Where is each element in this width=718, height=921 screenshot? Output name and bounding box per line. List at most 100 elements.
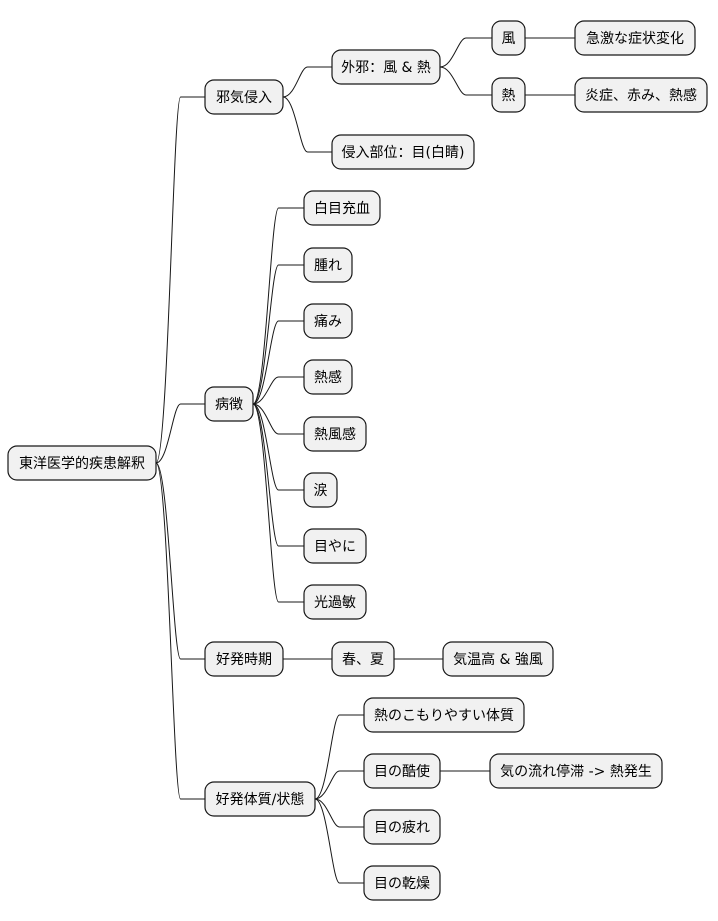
edge-root-b2 (155, 403, 205, 464)
node-label: 涙 (314, 482, 328, 499)
node-label: 目の乾燥 (374, 876, 430, 892)
node-label: 気温高 & 強風 (453, 651, 543, 668)
edge-b1_1-b1_1_2 (439, 66, 492, 96)
node-b2-6: 涙 (303, 472, 338, 508)
node-label: 光過敏 (314, 595, 356, 611)
node-label: 風 (502, 31, 516, 47)
node-box (303, 584, 367, 620)
node-box (204, 781, 316, 817)
edge-b1-b1_2 (282, 96, 332, 153)
node-b3: 好発時期 (204, 641, 284, 677)
node-box (303, 416, 367, 452)
node-label: 目の酷使 (374, 763, 430, 780)
node-box (363, 809, 441, 845)
node-box (303, 359, 353, 395)
node-label: 熱風感 (314, 426, 356, 443)
node-b4-2-1: 気の流れ停滞 -> 熱発生 (489, 753, 663, 789)
node-box (363, 753, 441, 789)
node-b1-1-1-1: 急激な症状変化 (574, 20, 696, 56)
node-b1-1-2: 熱 (491, 77, 526, 113)
node-label: 気の流れ停滞 -> 熱発生 (500, 763, 652, 780)
node-box (491, 77, 526, 113)
edge-b1_1-b1_1_1 (439, 37, 492, 68)
node-label: 外邪：風 & 熱 (341, 60, 431, 76)
node-box (303, 528, 367, 564)
node-b2-3: 痛み (303, 303, 353, 339)
node-b3-1: 春、夏 (331, 641, 395, 677)
node-box (442, 641, 554, 677)
node-box (204, 386, 254, 422)
node-b1-1: 外邪：風 & 熱 (331, 49, 441, 85)
node-label: 目やに (314, 539, 356, 555)
edge-b4-b4_2 (314, 770, 364, 800)
edge-b2-b2_7 (252, 403, 304, 547)
node-b4-3: 目の疲れ (363, 809, 441, 845)
node-b2-8: 光過敏 (303, 584, 367, 620)
node-box (204, 641, 284, 677)
node-b2-2: 腫れ (303, 247, 353, 283)
node-b4-2: 目の酷使 (363, 753, 441, 789)
edge-root-b1 (155, 96, 205, 464)
node-label: 好発時期 (216, 652, 272, 668)
node-b1-1-2-1: 炎症、赤み、熱感 (574, 77, 708, 113)
node-box (491, 20, 526, 56)
node-b2-1: 白目充血 (303, 190, 381, 226)
edge-b2-b2_3 (252, 320, 304, 405)
node-label: 邪気侵入 (216, 89, 272, 106)
node-box (303, 190, 381, 226)
node-box (363, 865, 441, 901)
node-box (303, 247, 353, 283)
node-label: 春、夏 (342, 652, 384, 668)
node-label: 目の疲れ (374, 819, 430, 836)
node-b4-1: 熱のこもりやすい体質 (363, 697, 525, 733)
node-box (303, 472, 338, 508)
node-box (574, 20, 696, 56)
edge-b4-b4_3 (314, 798, 364, 828)
edge-b2-b2_6 (252, 403, 304, 491)
node-label: 侵入部位：目(白睛) (342, 144, 465, 161)
node-box (204, 79, 284, 115)
node-box (331, 49, 441, 85)
node-b2-7: 目やに (303, 528, 367, 564)
node-label: 腫れ (314, 258, 342, 274)
edge-b2-b2_8 (252, 403, 304, 603)
node-box (489, 753, 663, 789)
mindmap-edges (155, 37, 575, 884)
node-label: 東洋医学的疾患解釈 (19, 456, 145, 472)
node-label: 熱のこもりやすい体質 (374, 708, 514, 724)
node-label: 熱感 (314, 369, 342, 386)
node-b4-4: 目の乾燥 (363, 865, 441, 901)
node-box (7, 445, 157, 481)
node-box (331, 134, 475, 170)
edge-root-b3 (155, 462, 205, 660)
node-box (331, 641, 395, 677)
node-b2-4: 熱感 (303, 359, 353, 395)
node-root: 東洋医学的疾患解釈 (7, 445, 157, 481)
edge-b2-b2_2 (252, 264, 304, 405)
node-b1: 邪気侵入 (204, 79, 284, 115)
node-box (363, 697, 525, 733)
node-box (574, 77, 708, 113)
edge-root-b4 (155, 462, 205, 800)
node-label: 好発体質/状態 (216, 792, 305, 808)
edge-b2-b2_1 (252, 207, 304, 405)
node-label: 白目充血 (314, 201, 370, 217)
node-label: 急激な症状変化 (586, 30, 684, 47)
node-b4: 好発体質/状態 (204, 781, 316, 817)
node-b1-2: 侵入部位：目(白睛) (331, 134, 475, 170)
node-label: 病徴 (215, 397, 243, 413)
node-label: 痛み (314, 313, 342, 330)
node-b2: 病徴 (204, 386, 254, 422)
edge-b2-b2_5 (252, 403, 304, 435)
edge-b4-b4_4 (314, 798, 364, 884)
node-box (303, 303, 353, 339)
edge-b2-b2_4 (252, 376, 304, 405)
edge-b4-b4_1 (314, 714, 364, 800)
node-b2-5: 熱風感 (303, 416, 367, 452)
node-b3-1-1: 気温高 & 強風 (442, 641, 554, 677)
edge-b1-b1_1 (282, 66, 332, 98)
node-label: 炎症、赤み、熱感 (585, 87, 697, 104)
node-b1-1-1: 風 (491, 20, 526, 56)
